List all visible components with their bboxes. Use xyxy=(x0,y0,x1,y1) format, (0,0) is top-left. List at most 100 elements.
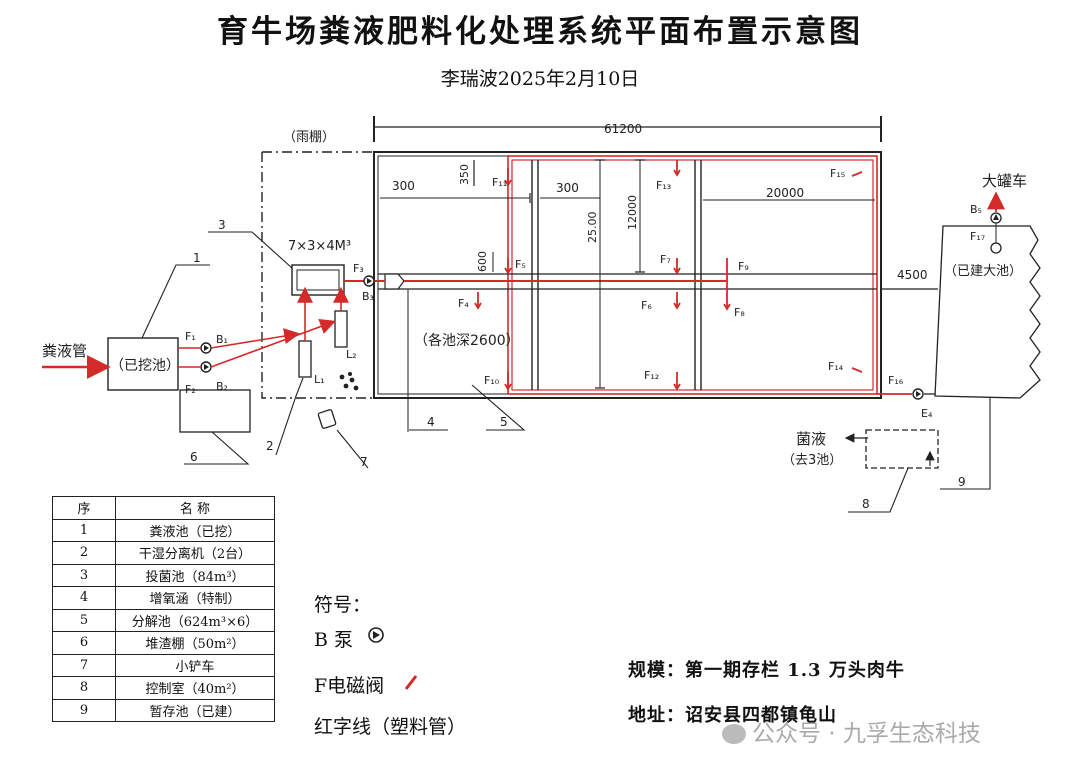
canopy-outline xyxy=(261,151,372,399)
slag-shed xyxy=(179,389,251,433)
valve-markers xyxy=(474,160,863,391)
valve-f17-icon xyxy=(990,242,1002,254)
callout-2: 2 xyxy=(266,439,274,453)
valve-f13-label: F₁₃ xyxy=(656,179,671,192)
separator-l2 xyxy=(334,310,348,348)
legend-no: 3 xyxy=(52,563,116,587)
pipe-to-l1 xyxy=(210,328,301,349)
red-pipe-loop xyxy=(507,155,878,395)
valve-symbol-icon xyxy=(404,675,418,690)
valve-f8-label: F₈ xyxy=(734,306,745,319)
dim-300a: 300 xyxy=(392,179,415,193)
legend-no: 7 xyxy=(52,653,116,677)
pool-depth-label: （各池深2600） xyxy=(414,333,520,349)
separator-l2-label: L₂ xyxy=(346,348,357,361)
address-info: 地址：诏安县四都镇龟山 xyxy=(628,705,837,726)
symbol-valve-text: F电磁阀 xyxy=(314,675,385,697)
legend-header-no: 序 xyxy=(52,496,116,520)
tank-volume-label: 7×3×4M³ xyxy=(288,239,351,254)
valve-f11-label: F₁₁ xyxy=(492,176,507,189)
valve-f12-label: F₁₂ xyxy=(644,369,659,382)
wechat-icon xyxy=(722,724,746,744)
control-room xyxy=(865,429,939,469)
valve-f17-label: F₁₇ xyxy=(970,230,985,243)
valve-f1-label: F₁ xyxy=(185,330,196,343)
manure-pit xyxy=(107,337,179,391)
legend-name: 投菌池（84m³） xyxy=(115,563,275,587)
pump-b2-label: B₂ xyxy=(216,380,228,393)
dim-4500: 4500 xyxy=(897,268,928,282)
separator-l1-label: L₁ xyxy=(314,373,325,386)
legend-name: 干湿分离机（2台） xyxy=(115,541,275,565)
pump-b3-label: B₃ xyxy=(362,290,374,303)
total-length-label: 61200 xyxy=(604,122,642,136)
dim-12000: 12000 xyxy=(626,195,639,230)
dim-2500: 25.00 xyxy=(586,212,599,244)
author-date: 李瑞波2025年2月10日 xyxy=(440,68,640,90)
legend-no: 2 xyxy=(52,541,116,565)
dim-20000: 20000 xyxy=(766,186,804,200)
dim-300b: 300 xyxy=(556,181,579,195)
legend-name: 粪液池（已挖） xyxy=(115,518,275,542)
symbol-pipe-text: 红字线（塑料管） xyxy=(314,716,467,738)
loader-icon xyxy=(317,372,359,429)
page-title: 育牛场粪液肥料化处理系统平面布置示意图 xyxy=(217,14,863,50)
symbols-heading: 符号： xyxy=(314,594,372,616)
legend-name: 暂存池（已建） xyxy=(115,698,275,722)
callout-6: 6 xyxy=(190,450,198,464)
symbol-pump-text: B 泵 xyxy=(314,629,354,651)
legend-name: 小铲车 xyxy=(115,653,275,677)
callout-8: 8 xyxy=(862,497,870,511)
valve-f16-label: F₁₆ xyxy=(888,374,904,387)
valve-f4-label: F₄ xyxy=(458,297,469,310)
valve-f14-label: F₁₄ xyxy=(828,360,844,373)
legend-name: 增氧涵（特制） xyxy=(115,586,275,610)
valve-f2-label: F₂ xyxy=(185,383,196,396)
legend-no: 8 xyxy=(52,676,116,700)
callout-1: 1 xyxy=(193,251,201,265)
callout-3: 3 xyxy=(218,218,226,232)
legend-no: 5 xyxy=(52,608,116,632)
inlet-label: 粪液管 xyxy=(42,342,87,360)
legend-header-row: 序 名 称 xyxy=(52,496,275,520)
callout-7: 7 xyxy=(360,455,368,469)
watermark-text: 公众号 · 九孚生态科技 xyxy=(752,721,981,747)
valve-f3-label: F₃ xyxy=(353,262,364,275)
oxygenation-inlet-head xyxy=(384,273,405,290)
legend-no: 1 xyxy=(52,518,116,542)
tanker-label: 大罐车 xyxy=(982,172,1027,190)
callout-5: 5 xyxy=(500,415,508,429)
pump-b4-label: E₄ xyxy=(921,407,933,420)
legend-no: 9 xyxy=(52,698,116,722)
valve-f7-label: F₇ xyxy=(660,253,671,266)
pit-dug-label: （已挖池） xyxy=(110,358,180,374)
pipe-to-l2 xyxy=(210,318,337,368)
legend-no: 4 xyxy=(52,586,116,610)
dim-600: 600 xyxy=(476,251,489,272)
valve-f10-label: F₁₀ xyxy=(484,374,500,387)
valve-f6-label: F₆ xyxy=(641,299,652,312)
valve-f15-label: F₁₅ xyxy=(830,167,845,180)
canopy-label: （雨棚） xyxy=(283,130,335,145)
separator-l1 xyxy=(298,340,312,378)
legend-no: 6 xyxy=(52,631,116,655)
scale-info: 规模：第一期存栏 1.3 万头肉牛 xyxy=(628,660,905,681)
callout-4: 4 xyxy=(427,415,435,429)
dim-350: 350 xyxy=(458,164,471,185)
legend-header-name: 名 称 xyxy=(115,496,275,520)
built-pool-label: （已建大池） xyxy=(944,264,1022,279)
legend-name: 分解池（624m³×6） xyxy=(115,608,275,632)
biogas-liquid-label: 菌液 xyxy=(796,430,826,448)
valve-f5-label: F₅ xyxy=(515,258,526,271)
legend-name: 控制室（40m²） xyxy=(115,676,275,700)
callout-9: 9 xyxy=(958,475,966,489)
